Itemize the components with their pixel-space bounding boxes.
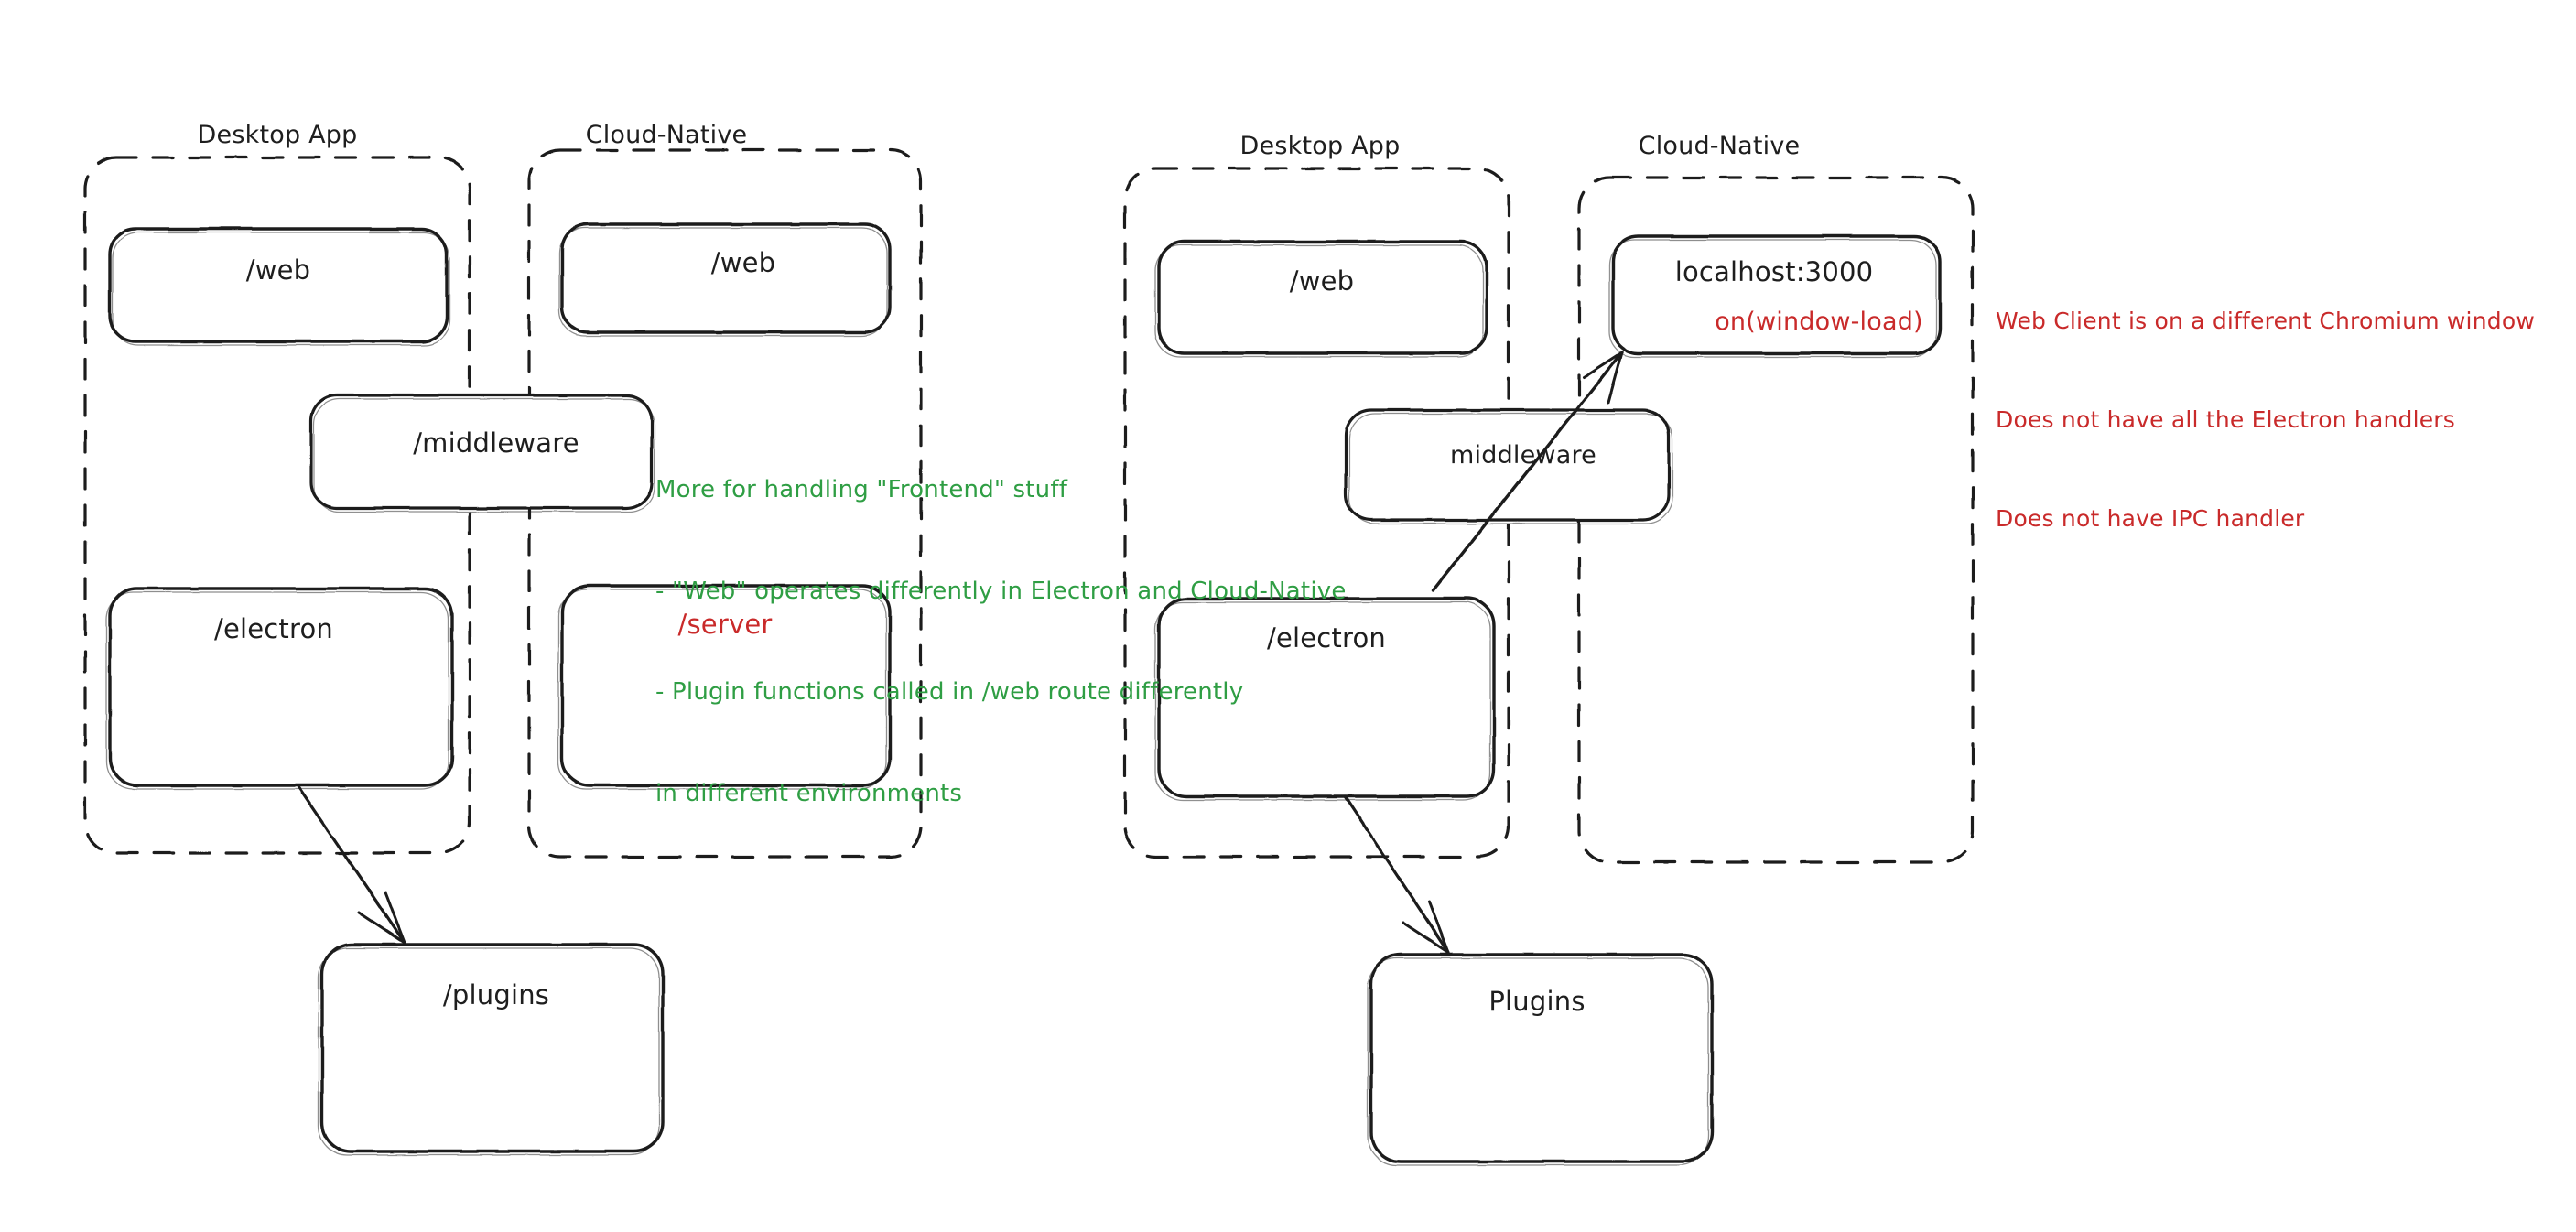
node-left-cloud-web <box>558 222 892 337</box>
node-label-left-desktop-web: /web <box>245 254 311 286</box>
annotation-right-line-2: Does not have all the Electron handlers <box>1996 406 2456 433</box>
group-label-right-desktop-app: Desktop App <box>1239 132 1401 160</box>
node-label-right-plugins: Plugins <box>1488 986 1586 1017</box>
annotation-left-line-1: More for handling "Frontend" stuff <box>655 475 1068 503</box>
annotation-right-line-3: Does not have IPC handler <box>1996 505 2305 532</box>
node-left-server <box>557 584 892 790</box>
node-label-left-server: /server <box>677 609 773 640</box>
node-label-right-desktop-web: /web <box>1289 265 1355 297</box>
group-label-left-cloud-native: Cloud-Native <box>585 121 748 149</box>
node-right-electron <box>1154 597 1496 801</box>
node-right-middleware <box>1344 408 1673 524</box>
node-right-localhost <box>1608 234 1942 358</box>
node-left-electron <box>105 587 454 790</box>
node-label-right-middleware: middleware <box>1450 441 1596 470</box>
node-left-desktop-web <box>108 227 450 346</box>
node-right-desktop-web <box>1154 240 1488 358</box>
annotation-left-line-2: - "Web" operates differently in Electron… <box>655 577 1347 605</box>
group-right-desktop-app <box>1123 167 1510 859</box>
arrow-right-electron-to-plugins <box>1343 794 1450 954</box>
arrow-right-electron-to-localhost <box>1432 351 1624 592</box>
node-label-left-plugins: /plugins <box>442 979 550 1010</box>
arrow-left-electron-to-plugins <box>296 784 406 945</box>
node-sublabel-right-localhost: on(window-load) <box>1715 308 1923 336</box>
node-right-plugins <box>1367 953 1714 1166</box>
node-label-left-cloud-web: /web <box>710 247 776 278</box>
annotation-left-green: More for handling "Frontend" stuff - "We… <box>655 405 1347 845</box>
node-label-left-middleware: /middleware <box>413 427 579 459</box>
annotation-right-red: Web Client is on a different Chromium wi… <box>1996 239 2535 568</box>
node-label-right-electron: /electron <box>1266 622 1387 654</box>
annotation-left-line-3: - Plugin functions called in /web route … <box>655 678 1244 707</box>
annotation-left-line-4: in different environments <box>655 779 963 807</box>
node-left-middleware <box>309 394 655 513</box>
node-label-right-localhost: localhost:3000 <box>1674 256 1874 287</box>
group-label-right-cloud-native: Cloud-Native <box>1638 132 1801 160</box>
group-right-cloud-native <box>1577 176 1975 864</box>
node-left-plugins <box>318 943 665 1156</box>
group-left-desktop-app <box>83 156 471 855</box>
node-label-left-electron: /electron <box>213 613 334 644</box>
group-label-left-desktop-app: Desktop App <box>197 121 358 149</box>
annotation-right-line-1: Web Client is on a different Chromium wi… <box>1996 308 2535 334</box>
